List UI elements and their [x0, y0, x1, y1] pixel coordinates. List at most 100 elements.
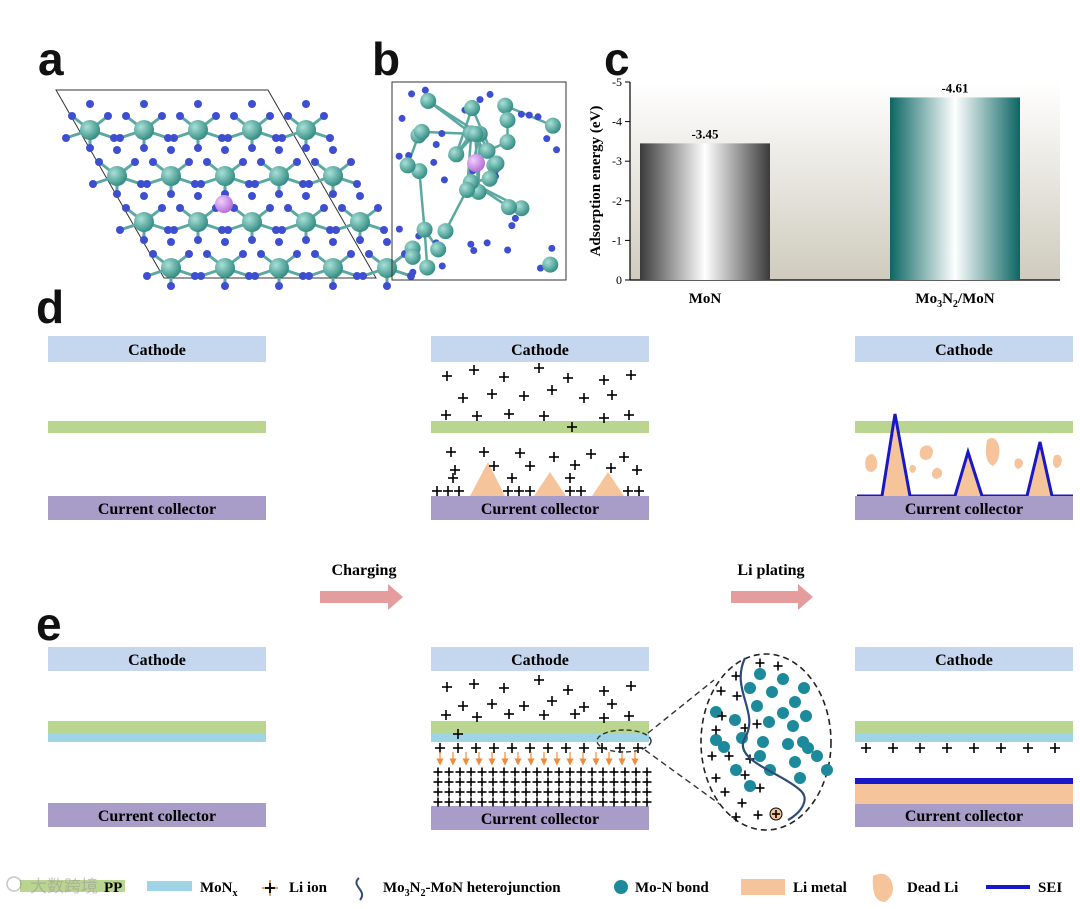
- mo-atom: [323, 258, 343, 278]
- collector-label: Current collector: [98, 501, 216, 518]
- mo-n-bond: [821, 764, 833, 776]
- n-atom: [299, 272, 307, 280]
- n-atom: [293, 158, 301, 166]
- n-atom: [353, 272, 361, 280]
- n-atom: [149, 250, 157, 258]
- n-atom: [467, 240, 475, 248]
- n-atom: [383, 238, 391, 246]
- n-atom: [356, 236, 364, 244]
- collector-label: Current collector: [905, 501, 1023, 518]
- n-atom: [508, 222, 516, 230]
- n-atom: [438, 130, 446, 138]
- n-atom: [158, 204, 166, 212]
- n-atom: [486, 90, 494, 98]
- pp-separator: [431, 421, 649, 433]
- panel-label-c: c: [604, 33, 630, 85]
- current-collector-layer: [855, 496, 1073, 520]
- n-atom: [329, 190, 337, 198]
- n-atom: [421, 86, 429, 94]
- mo-atom: [497, 97, 514, 114]
- n-atom: [278, 226, 286, 234]
- n-atom: [483, 239, 491, 247]
- n-atom: [137, 180, 145, 188]
- n-atom: [248, 236, 256, 244]
- n-atom: [338, 204, 346, 212]
- n-atom: [176, 204, 184, 212]
- n-atom: [239, 250, 247, 258]
- n-atom: [245, 180, 253, 188]
- mo-n-bond: [710, 706, 722, 718]
- mo-atom: [481, 170, 498, 187]
- n-atom: [432, 140, 440, 148]
- mo-atom: [161, 258, 181, 278]
- mo-atom: [404, 248, 421, 265]
- mo-atom: [464, 100, 481, 117]
- cathode-label: Cathode: [935, 342, 993, 359]
- li-atom: [467, 154, 485, 172]
- n-atom: [191, 180, 199, 188]
- n-atom: [320, 204, 328, 212]
- legend-heterojunction-label: Mo3N2-MoN heterojunction: [383, 880, 561, 899]
- n-atom: [113, 146, 121, 154]
- n-atom: [380, 226, 388, 234]
- n-atom: [224, 226, 232, 234]
- mo-n-bond: [729, 714, 741, 726]
- n-atom: [221, 238, 229, 246]
- n-atom: [278, 134, 286, 142]
- n-atom: [275, 146, 283, 154]
- n-atom: [170, 134, 178, 142]
- cathode-label: Cathode: [511, 342, 569, 359]
- y-axis-label: Adsorption energy (eV): [588, 106, 604, 257]
- n-atom: [409, 268, 417, 276]
- bar-1: [890, 97, 1020, 280]
- x-tick-mon: MoN: [689, 291, 722, 307]
- cathode-label: Cathode: [128, 652, 186, 669]
- mo-atom: [269, 166, 289, 186]
- mo-atom: [488, 155, 505, 172]
- charging-label: Charging: [332, 562, 397, 579]
- n-atom: [104, 112, 112, 120]
- n-atom: [122, 204, 130, 212]
- mo-atom: [350, 212, 370, 232]
- n-atom: [203, 250, 211, 258]
- y-tick-label: -2: [612, 194, 622, 208]
- current-collector-layer: [431, 496, 649, 520]
- n-atom: [212, 112, 220, 120]
- n-atom: [408, 90, 416, 98]
- zoom-guide-line: [644, 749, 726, 809]
- n-atom: [239, 158, 247, 166]
- panel-label-d: d: [36, 281, 64, 333]
- n-atom: [167, 282, 175, 290]
- bar-value-label: -4.61: [941, 80, 968, 95]
- x-tick-mo3n2-mon: Mo3N2/MoN: [915, 291, 994, 310]
- panel-label-a: a: [38, 33, 64, 85]
- n-atom: [548, 244, 556, 252]
- mo-n-bond: [777, 707, 789, 719]
- n-atom: [185, 250, 193, 258]
- legend-dead-li-icon: [872, 873, 893, 902]
- legend-li-ion-icon: [262, 880, 278, 896]
- n-atom: [470, 247, 478, 255]
- panel-d-schematic: Cathode Current collector Cathode Curren…: [48, 336, 1073, 520]
- monx-layer: [855, 733, 1073, 742]
- n-atom: [218, 134, 226, 142]
- y-tick-label: -3: [612, 154, 622, 168]
- dead-li-particles: [865, 438, 1062, 479]
- n-atom: [191, 272, 199, 280]
- n-atom: [143, 272, 151, 280]
- monx-layer: [431, 733, 649, 742]
- n-atom: [326, 226, 334, 234]
- legend-monx-label: MoNx: [200, 880, 238, 899]
- mo-n-bond: [777, 673, 789, 685]
- n-atom: [398, 114, 406, 122]
- li-dendrite: [470, 462, 505, 496]
- n-atom: [230, 112, 238, 120]
- n-atom: [140, 192, 148, 200]
- li-dendrite: [534, 472, 566, 496]
- n-atom: [266, 204, 274, 212]
- current-collector-layer: [431, 806, 649, 830]
- mo-atom: [448, 146, 465, 163]
- mo-n-bond: [754, 750, 766, 762]
- heterojunction-zoom: [700, 653, 833, 831]
